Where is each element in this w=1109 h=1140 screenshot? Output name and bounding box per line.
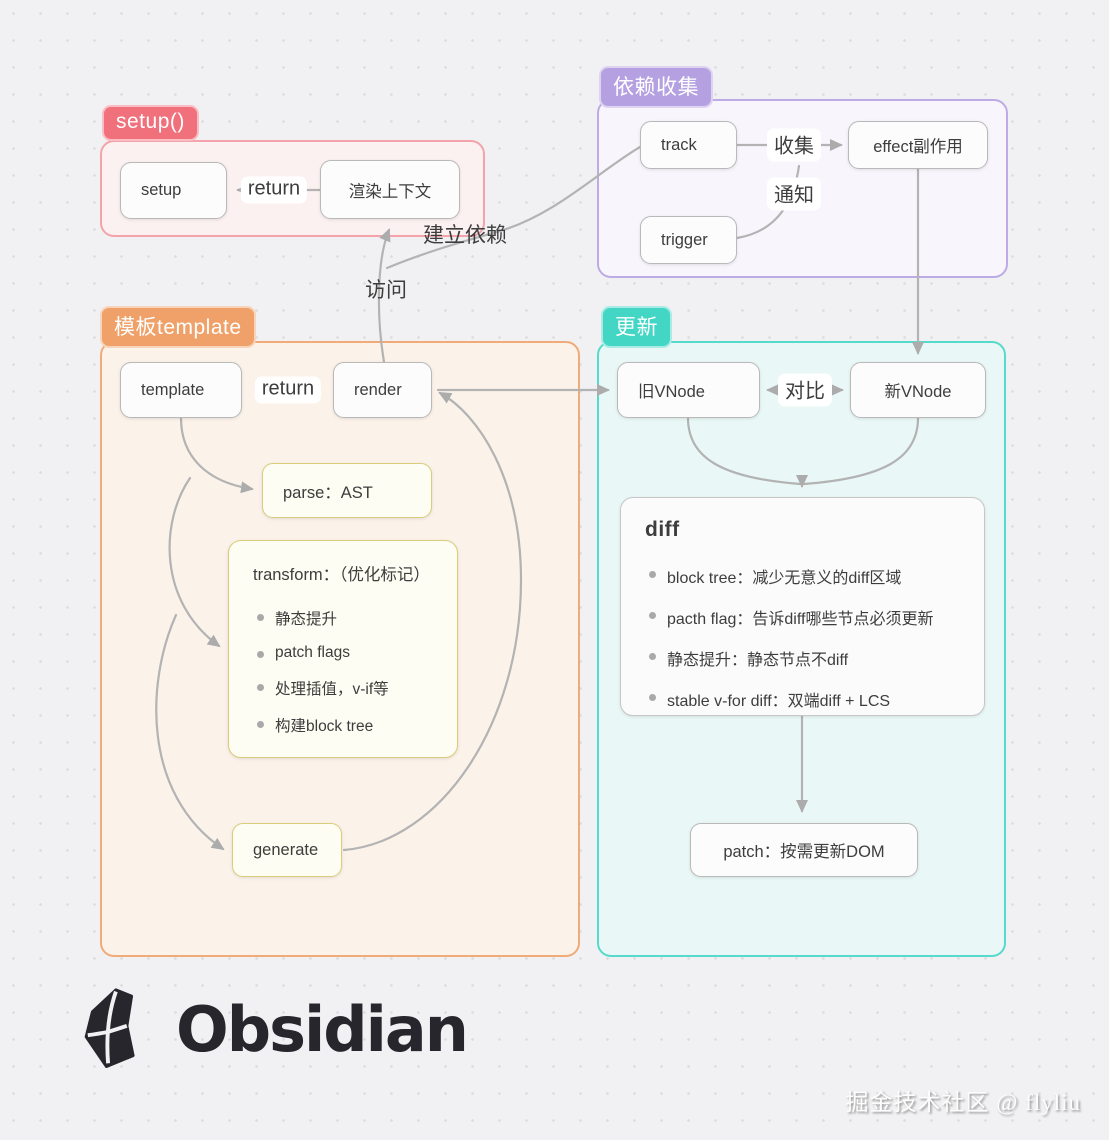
node-new-vnode: 新VNode [850, 362, 986, 418]
transform-item: 处理插值，v-if等 [253, 677, 439, 699]
node-trigger-label: trigger [661, 230, 708, 249]
node-render-context-label: 渲染上下文 [348, 182, 432, 201]
obsidian-logo-text: Obsidian [176, 992, 469, 1066]
edge-newvnode-to-diff [802, 416, 920, 486]
edge-label-establish-dependency: 建立依赖 [423, 224, 507, 247]
edge-parse-to-transform [168, 476, 221, 648]
diff-item: block tree：减少无意义的diff区域 [645, 564, 966, 588]
node-patch-label: patch：按需更新DOM [723, 843, 885, 861]
transform-item: 静态提升 [253, 607, 439, 629]
transform-item: patch flags [253, 644, 439, 662]
edge-renderctx-to-track [385, 145, 642, 270]
edge-template-to-parse [179, 416, 254, 494]
node-track-label: track [661, 135, 697, 154]
card-transform: transform：（优化标记） 静态提升 patch flags 处理插值，v… [228, 540, 458, 758]
edge-label-collect: 收集 [767, 128, 821, 162]
node-new-vnode-label: 新VNode [884, 383, 952, 401]
edge-label-return-setup: return [240, 176, 308, 204]
edge-label-visit: 访问 [365, 279, 407, 302]
node-template-label: template [141, 380, 205, 399]
diff-title: diff [645, 518, 680, 541]
node-render: render [333, 362, 432, 418]
edge-oldvnode-to-diff [686, 416, 802, 486]
node-parse: parse：AST [262, 463, 432, 518]
obsidian-stone-icon [84, 988, 135, 1068]
diff-item: pacth flag：告诉diff哪些节点必须更新 [645, 605, 966, 629]
node-setup-label: setup [141, 181, 182, 199]
node-render-context: 渲染上下文 [320, 160, 460, 219]
node-generate: generate [232, 823, 342, 877]
node-generate-label: generate [253, 840, 319, 859]
node-setup: setup [120, 162, 227, 219]
label-template-group: 模板template [100, 306, 256, 348]
node-old-vnode-label: 旧VNode [638, 383, 705, 401]
node-render-label: render [354, 380, 402, 399]
edge-transform-to-generate [155, 613, 225, 851]
node-template: template [120, 362, 242, 418]
transform-title: transform：（优化标记） [253, 566, 430, 584]
node-old-vnode: 旧VNode [617, 362, 760, 418]
node-effect: effect副作用 [848, 121, 988, 169]
watermark-text: 掘金技术社区 @ flyliu [845, 1090, 1081, 1115]
label-update-group: 更新 [601, 306, 672, 348]
edge-label-notify: 通知 [767, 177, 821, 211]
diff-list: block tree：减少无意义的diff区域 pacth flag：告诉dif… [645, 564, 966, 711]
transform-item: 构建block tree [253, 714, 439, 736]
edge-render-to-renderctx [377, 228, 391, 364]
label-deps-group: 依赖收集 [599, 66, 713, 108]
node-patch: patch：按需更新DOM [690, 823, 918, 877]
transform-list: 静态提升 patch flags 处理插值，v-if等 构建block tree [253, 607, 439, 736]
edge-label-compare: 对比 [778, 373, 832, 407]
edge-label-return-template: return [254, 376, 322, 404]
node-parse-label: parse：AST [283, 483, 373, 502]
diff-item: stable v-for diff：双端diff + LCS [645, 687, 966, 711]
obsidian-logo: Obsidian [80, 988, 469, 1070]
node-track: track [640, 121, 737, 169]
diff-item: 静态提升：静态节点不diff [645, 646, 966, 670]
label-setup-group: setup() [102, 105, 199, 141]
card-diff: diff block tree：减少无意义的diff区域 pacth flag：… [620, 497, 985, 716]
edge-generate-to-render [342, 391, 523, 852]
node-trigger: trigger [640, 216, 737, 264]
node-effect-label: effect副作用 [873, 138, 963, 156]
